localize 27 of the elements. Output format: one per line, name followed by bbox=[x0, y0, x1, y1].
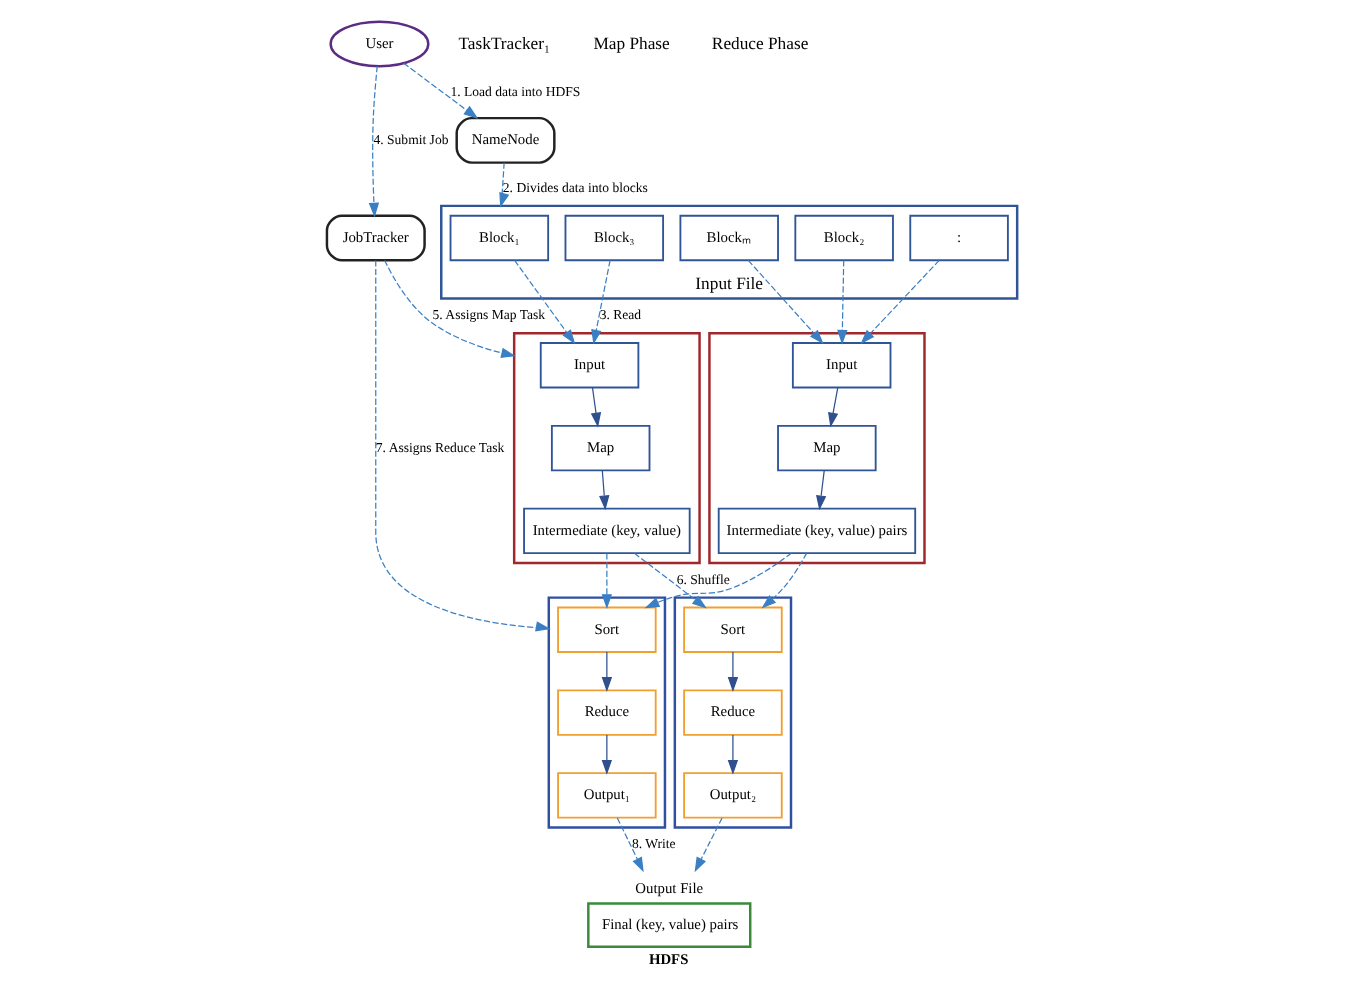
label: Reduce Phase bbox=[711, 32, 809, 53]
arrow bbox=[816, 469, 827, 511]
arrow bbox=[403, 62, 479, 119]
arrow bbox=[375, 259, 551, 632]
label: TaskTracker₁ bbox=[458, 32, 551, 53]
arrow bbox=[368, 65, 380, 218]
arrow bbox=[599, 469, 610, 511]
arrow bbox=[499, 162, 510, 208]
arrow bbox=[761, 552, 808, 609]
label: Map Phase bbox=[593, 32, 670, 53]
arrow bbox=[590, 387, 602, 428]
arrow bbox=[633, 552, 707, 609]
arrow bbox=[616, 817, 644, 873]
arrow bbox=[828, 387, 839, 428]
arrow bbox=[727, 734, 739, 775]
arrow bbox=[601, 552, 613, 610]
arrow bbox=[384, 259, 516, 358]
arrow bbox=[644, 552, 792, 609]
arrow bbox=[601, 651, 613, 692]
arrow bbox=[860, 259, 940, 345]
arrow bbox=[601, 734, 613, 775]
arrow bbox=[694, 817, 723, 873]
arrow bbox=[514, 259, 576, 345]
arrow bbox=[747, 259, 824, 345]
arrow bbox=[727, 651, 739, 692]
arrow bbox=[591, 259, 611, 345]
arrow bbox=[837, 259, 848, 345]
